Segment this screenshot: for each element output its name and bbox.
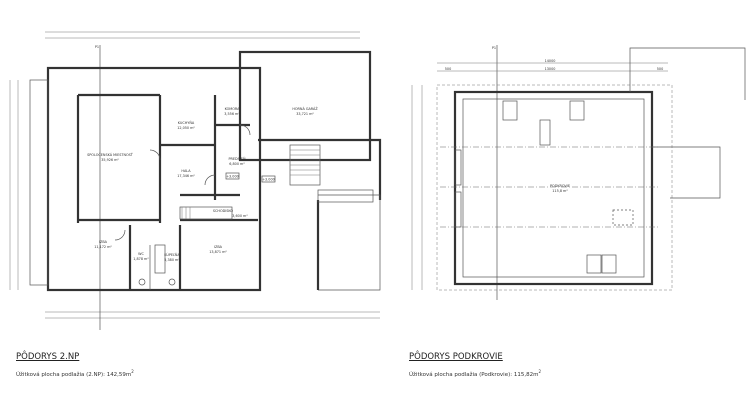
room-name: KOMORA xyxy=(225,107,241,111)
room-area: 5,380 m² xyxy=(164,258,180,262)
dimension: 13000 xyxy=(545,67,556,71)
room-name: WC xyxy=(138,252,144,256)
level-mark: +3.000 xyxy=(226,175,239,179)
dimension: 500 xyxy=(657,67,663,71)
plan-podkrovie-area: Úžitková plocha podlažia (Podkrovie): 11… xyxy=(409,369,541,378)
dimension: 500 xyxy=(445,67,451,71)
room-area: 1,878 m² xyxy=(133,257,149,261)
room-area: 12,050 m² xyxy=(177,126,195,130)
area-text: Úžitková plocha podlažia (2.NP): 142,59m xyxy=(16,371,132,378)
room-name: IZBA xyxy=(99,240,108,244)
room-area: 3,556 m² xyxy=(224,112,240,116)
room-area: 3,600 m² xyxy=(232,214,248,218)
room-area: 13,871 m² xyxy=(209,250,227,254)
section-mark: P1 xyxy=(492,46,496,50)
room-area: 11,172 m² xyxy=(94,245,112,249)
room-name: KUCHYŇA xyxy=(178,120,195,125)
plan-2np: P1 SPOLOČE xyxy=(9,31,382,330)
area-unit-sup: 2 xyxy=(538,369,541,374)
area-unit-sup: 2 xyxy=(131,369,134,374)
room-name: SCHODISKO xyxy=(213,209,234,213)
section-mark: P1 xyxy=(95,45,99,49)
room-area: 33,721 m² xyxy=(296,112,314,116)
room-name: SPOLOČENSKÁ MIESTNOSŤ xyxy=(87,152,134,157)
plan-podkrovie: P1 14000 500 13000 500 PODKROVIE 115,8 m… xyxy=(411,45,746,300)
room-name: PODKROVIE xyxy=(550,184,570,188)
room-name: IZBA xyxy=(214,245,223,249)
area-text: Úžitková plocha podlažia (Podkrovie): 11… xyxy=(409,371,539,378)
room-area: 115,8 m² xyxy=(552,189,568,193)
room-area: 6,800 m² xyxy=(229,162,245,166)
dimension: 14000 xyxy=(545,59,556,63)
plan-2np-title: PÔDORYS 2.NP xyxy=(16,352,80,362)
room-name: HALA xyxy=(181,169,191,173)
plan-podkrovie-title: PÔDORYS PODKROVIE xyxy=(409,352,503,362)
room-name: KÚPEĽŇA xyxy=(164,252,180,257)
room-area: 35,926 m² xyxy=(101,158,119,162)
room-area: 17,346 m² xyxy=(177,174,195,178)
plan-2np-area: Úžitková plocha podlažia (2.NP): 142,59m… xyxy=(16,369,134,378)
room-name: HORNÁ GARÁŽ xyxy=(292,106,318,111)
level-mark: +3.000 xyxy=(262,178,275,182)
room-name: PREDSIEŇ xyxy=(229,156,246,161)
